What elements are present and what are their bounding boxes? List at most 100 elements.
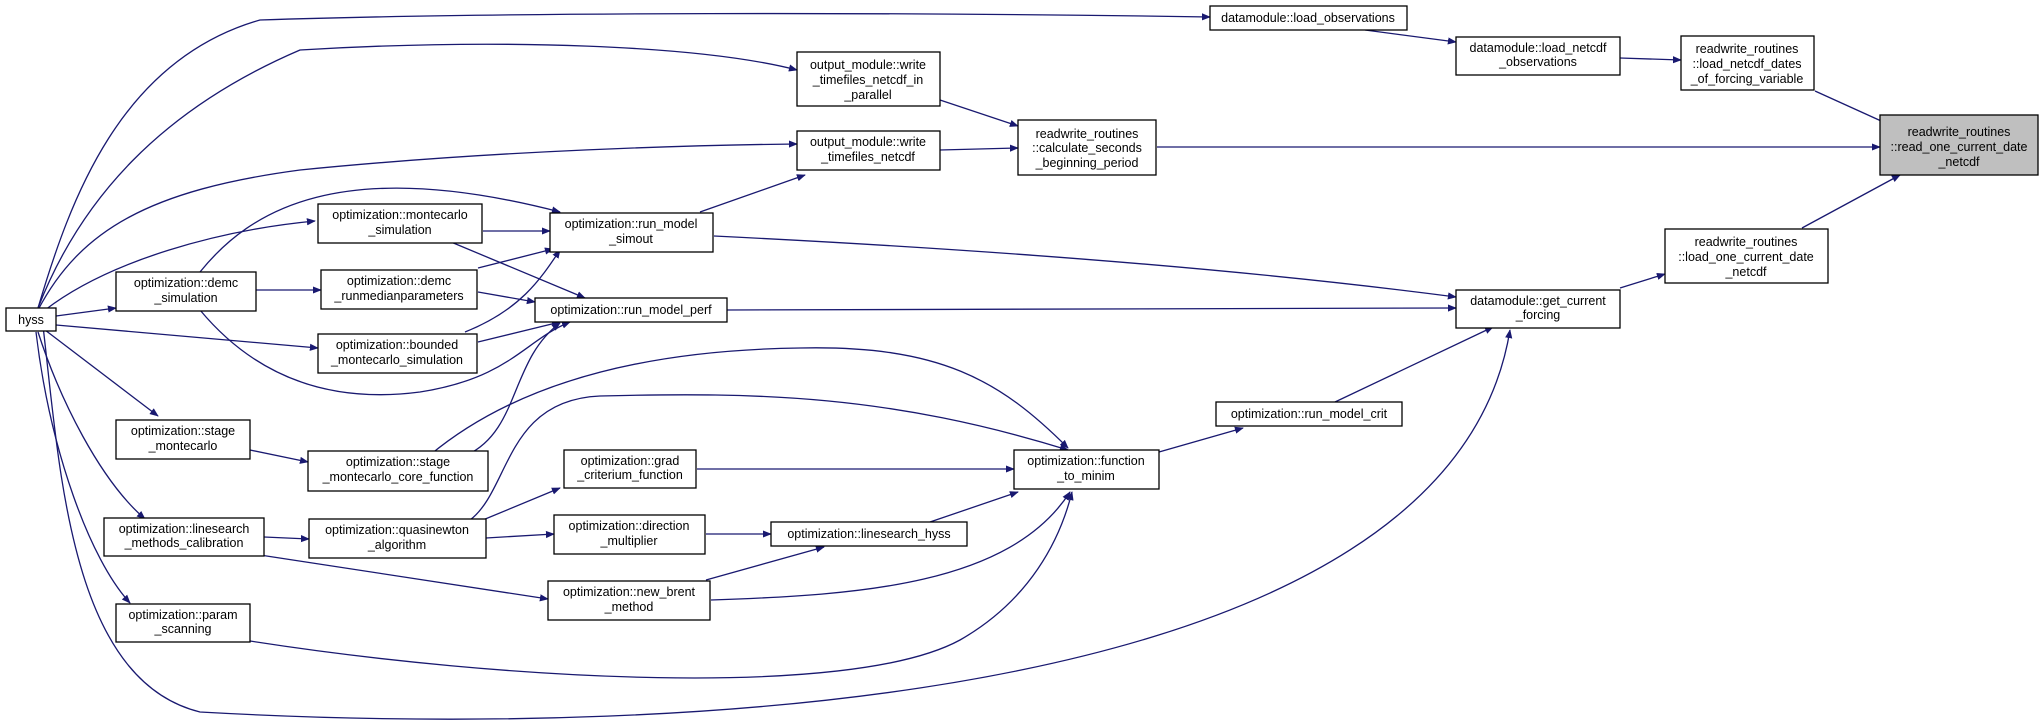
node-label: readwrite_routines — [1036, 127, 1139, 141]
node-hyss[interactable]: hyss — [5, 307, 57, 332]
node-montecarlo-sim[interactable]: optimization::montecarlo _simulation — [317, 203, 483, 244]
node-label: _simulation — [153, 291, 217, 305]
edge-stage-mc-core-to-run-model-perf — [466, 322, 561, 456]
node-function-to-minim[interactable]: optimization::function _to_minim — [1013, 449, 1160, 490]
node-label: optimization::new_brent — [563, 585, 696, 599]
edge-demc-runmedian-to-run-model-perf — [477, 291, 536, 305]
node-quasinewton[interactable]: optimization::quasinewton _algorithm — [308, 518, 487, 559]
node-label: _runmedianparameters — [333, 289, 463, 303]
node-label: optimization::quasinewton — [325, 523, 469, 537]
node-label: _criterium_function — [576, 468, 683, 482]
node-run-model-crit[interactable]: optimization::run_model_crit — [1215, 401, 1403, 427]
edge-load-one-current-date-to-root — [1801, 174, 1901, 229]
edge-bounded-mc-to-run-model-perf — [477, 320, 561, 343]
edge-hyss-to-montecarlo — [44, 218, 316, 311]
node-label: optimization::montecarlo — [332, 208, 468, 222]
node-run-model-perf[interactable]: optimization::run_model_perf — [534, 297, 728, 323]
node-label: _timefiles_netcdf — [820, 150, 915, 164]
node-linesearch-hyss[interactable]: optimization::linesearch_hyss — [770, 521, 968, 547]
node-label: optimization::run_model — [565, 217, 698, 231]
node-run-model-simout[interactable]: optimization::run_model _simout — [549, 212, 714, 253]
edge-function-to-minim-to-run-model-crit — [1158, 426, 1244, 453]
node-label: optimization::param — [128, 608, 237, 622]
node-stage-mc-core[interactable]: optimization::stage _montecarlo_core_fun… — [307, 450, 489, 492]
node-label: ::load_netcdf_dates — [1692, 57, 1801, 71]
edge-hyss-to-write-par — [37, 43, 798, 309]
edge-linesearch-calib-to-new-brent — [259, 554, 549, 602]
edge-run-model-simout-to-get-current-forcing — [713, 235, 1457, 300]
node-write-par[interactable]: output_module::write _timefiles_netcdf_i… — [796, 51, 941, 107]
edge-load-observations-to-load-netcdf-observations — [1364, 29, 1457, 45]
edge-get-current-forcing-to-load-one-current-date — [1619, 272, 1666, 289]
node-label: ::calculate_seconds — [1032, 141, 1142, 155]
node-label: ::read_one_current_date — [1891, 140, 2028, 154]
edge-quasinewton-to-direction-mult — [485, 530, 555, 539]
node-label: _montecarlo_simulation — [330, 353, 463, 367]
node-new-brent[interactable]: optimization::new_brent _method — [547, 580, 711, 621]
node-direction-mult[interactable]: optimization::direction _multiplier — [553, 514, 706, 555]
node-get-current-forcing[interactable]: datamodule::get_current _forcing — [1455, 289, 1621, 329]
node-label: datamodule::load_netcdf — [1470, 41, 1607, 55]
node-load-netcdf-observations[interactable]: datamodule::load_netcdf _observations — [1455, 36, 1621, 76]
node-root[interactable]: readwrite_routines ::read_one_current_da… — [1879, 114, 2039, 176]
edge-demc-sim-to-run-model-simout — [199, 187, 561, 273]
edge-montecarlo-to-run-model-perf — [450, 241, 586, 299]
edge-quasinewton-to-grad-crit — [477, 487, 561, 523]
node-load-netcdf-dates[interactable]: readwrite_routines ::load_netcdf_dates _… — [1680, 35, 1815, 91]
node-label: _scanning — [154, 622, 212, 636]
node-label: _timefiles_netcdf_in — [812, 73, 924, 87]
node-demc-runmedian[interactable]: optimization::demc _runmedianparameters — [320, 269, 478, 310]
edge-new-brent-to-linesearch-hyss — [705, 545, 825, 581]
node-label: optimization::run_model_crit — [1231, 407, 1388, 421]
node-label: readwrite_routines — [1695, 235, 1798, 249]
node-label: readwrite_routines — [1696, 42, 1799, 56]
node-label: _to_minim — [1056, 469, 1115, 483]
node-label: _beginning_period — [1035, 156, 1139, 170]
edge-stage-mc-core-to-function-to-minim — [429, 347, 1069, 456]
edge-load-netcdf-dates-to-root — [1814, 90, 1891, 126]
node-stage-mc[interactable]: optimization::stage _montecarlo — [115, 419, 251, 460]
node-label: optimization::demc — [134, 276, 238, 290]
node-load-one-current-date[interactable]: readwrite_routines ::load_one_current_da… — [1664, 228, 1829, 284]
node-write-nc[interactable]: output_module::write _timefiles_netcdf — [796, 130, 941, 171]
node-label: _observations — [1498, 55, 1577, 69]
edge-hyss-to-demc-sim — [55, 305, 117, 317]
node-bounded-mc[interactable]: optimization::bounded _montecarlo_simula… — [317, 333, 478, 374]
node-label: optimization::function — [1027, 454, 1144, 468]
edges — [35, 12, 1901, 720]
edge-stage-mc-to-stage-mc-core — [249, 449, 309, 464]
edge-new-brent-to-function-to-minim — [710, 491, 1071, 601]
edge-write-par-to-calc-seconds — [939, 99, 1019, 127]
edge-demc-runmedian-to-run-model-simout — [477, 247, 554, 269]
node-label: output_module::write — [810, 58, 926, 72]
node-label: _algorithm — [367, 538, 426, 552]
node-label: _montecarlo — [148, 439, 218, 453]
edge-quasinewton-to-function-to-minim — [469, 394, 1069, 521]
node-grad-crit[interactable]: optimization::grad _criterium_function — [563, 449, 697, 489]
node-label: optimization::linesearch_hyss — [787, 527, 950, 541]
node-label: optimization::direction — [569, 519, 690, 533]
edge-hyss-to-param-scanning — [35, 331, 131, 604]
node-label: _method — [604, 600, 654, 614]
edge-linesearch-hyss-to-function-to-minim — [929, 491, 1019, 523]
edge-hyss-to-bounded-mc — [55, 324, 319, 351]
edge-run-model-crit-to-get-current-forcing — [1334, 326, 1494, 403]
node-label: _montecarlo_core_function — [322, 470, 474, 484]
node-load-observations[interactable]: datamodule::load_observations — [1209, 5, 1408, 31]
edge-hyss-to-linesearch-calib — [37, 331, 146, 520]
node-demc-sim[interactable]: optimization::demc _simulation — [115, 271, 257, 312]
node-label: _netcdf — [1724, 265, 1767, 279]
edge-load-netcdf-observations-to-load-netcdf-dates — [1619, 56, 1682, 64]
node-label: _of_forcing_variable — [1690, 72, 1804, 86]
edge-hyss-to-load-observations — [37, 12, 1211, 309]
node-calc-seconds[interactable]: readwrite_routines ::calculate_seconds _… — [1017, 119, 1157, 176]
node-label: _methods_calibration — [124, 536, 244, 550]
node-linesearch-calib[interactable]: optimization::linesearch _methods_calibr… — [103, 517, 265, 557]
node-param-scanning[interactable]: optimization::param _scanning — [115, 603, 251, 643]
edge-write-nc-to-calc-seconds — [939, 144, 1019, 152]
node-label: output_module::write — [810, 135, 926, 149]
node-label: _simout — [608, 232, 653, 246]
edge-demc-sim-to-run-model-perf — [199, 309, 571, 396]
edge-bounded-mc-to-run-model-simout — [464, 249, 561, 333]
edge-hyss-to-write-nc — [37, 140, 798, 311]
